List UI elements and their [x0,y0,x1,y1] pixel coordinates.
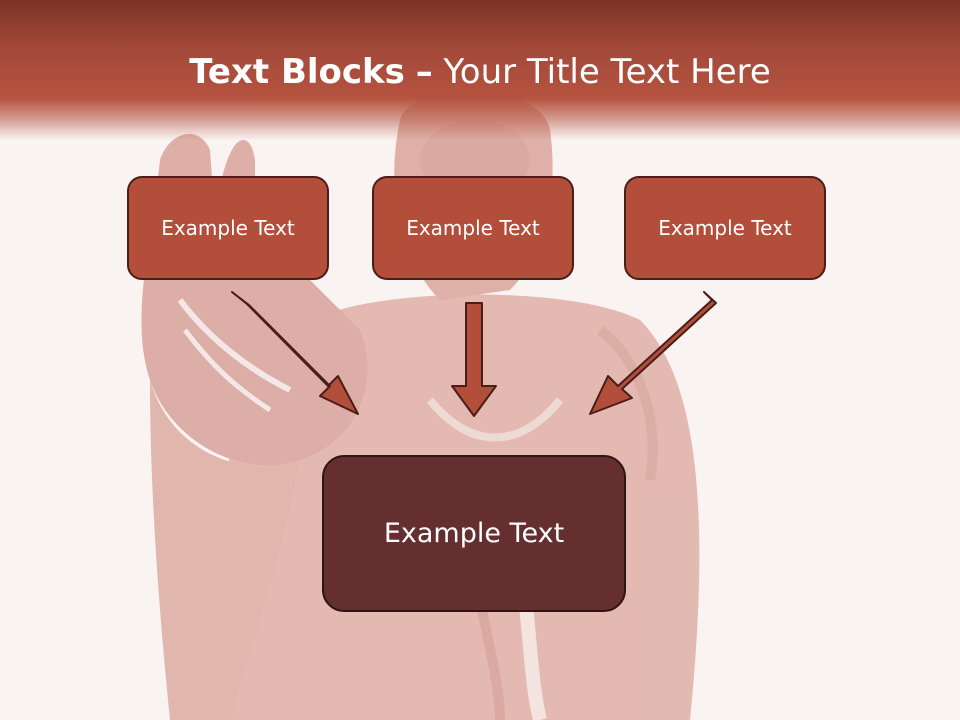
title-separator: – [415,52,433,92]
text-block-1: Example Text [127,176,329,280]
arrow-left-diagonal [231,291,359,415]
slide-title: Text Blocks – Your Title Text Here [0,52,960,92]
arrow-right-diagonal [589,291,717,415]
text-block-2-label: Example Text [406,216,540,240]
text-block-1-label: Example Text [161,216,295,240]
title-rest-part: Your Title Text Here [443,52,771,92]
text-block-2: Example Text [372,176,574,280]
title-bold-part: Text Blocks [189,52,405,92]
arrow-center-down [451,302,497,417]
title-band [0,0,960,140]
result-text-block-label: Example Text [383,518,565,549]
text-block-3: Example Text [624,176,826,280]
result-text-block: Example Text [322,455,626,612]
text-block-3-label: Example Text [658,216,792,240]
